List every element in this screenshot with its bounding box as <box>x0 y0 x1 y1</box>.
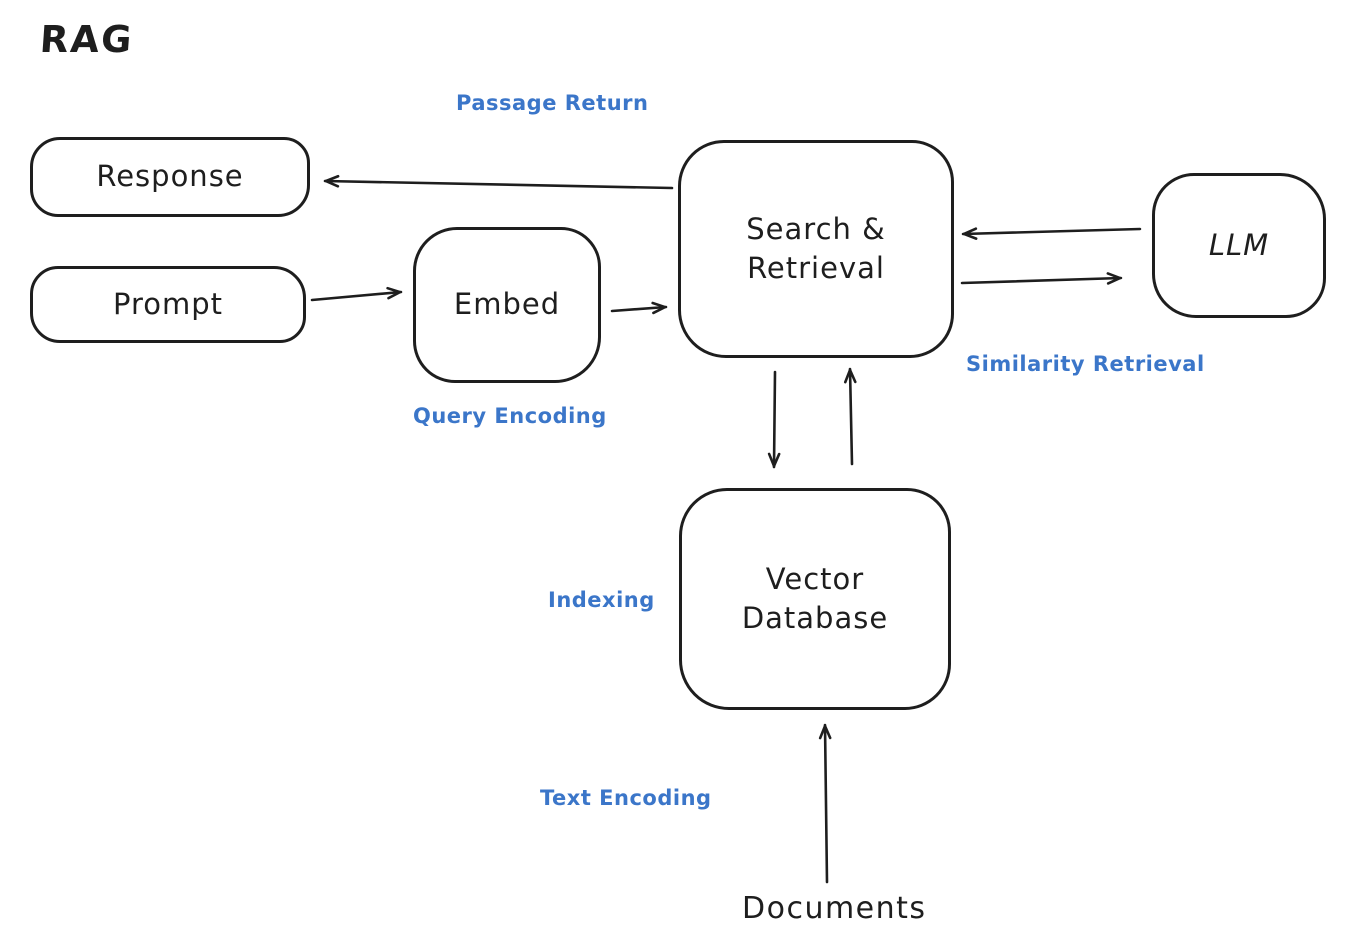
arrow-vectordb-to-search <box>843 367 857 466</box>
arrow-documents-to-vectordb <box>818 723 832 884</box>
node-search-retrieval: Search & Retrieval <box>678 140 954 358</box>
arrow-search-to-vectordb <box>767 370 781 469</box>
arrow-search-to-llm <box>960 272 1123 285</box>
arrow-embed-to-search <box>610 301 668 315</box>
arrow-prompt-to-embed <box>310 286 403 302</box>
diagram-title: RAG <box>38 18 136 61</box>
arrow-search-to-response <box>323 174 674 190</box>
node-vector-database: Vector Database <box>679 488 951 710</box>
edge-label-indexing: Indexing <box>548 588 655 612</box>
edge-label-query-encoding: Query Encoding <box>413 404 607 428</box>
node-prompt: Prompt <box>30 266 306 343</box>
arrow-llm-to-search <box>961 227 1142 240</box>
edge-label-similarity-retrieval: Similarity Retrieval <box>966 352 1205 376</box>
node-llm: LLM <box>1152 173 1326 318</box>
node-embed: Embed <box>413 227 601 383</box>
node-response: Response <box>30 137 310 217</box>
edge-label-passage-return: Passage Return <box>456 91 649 115</box>
label-documents: Documents <box>742 891 927 926</box>
edge-label-text-encoding: Text Encoding <box>540 786 712 810</box>
